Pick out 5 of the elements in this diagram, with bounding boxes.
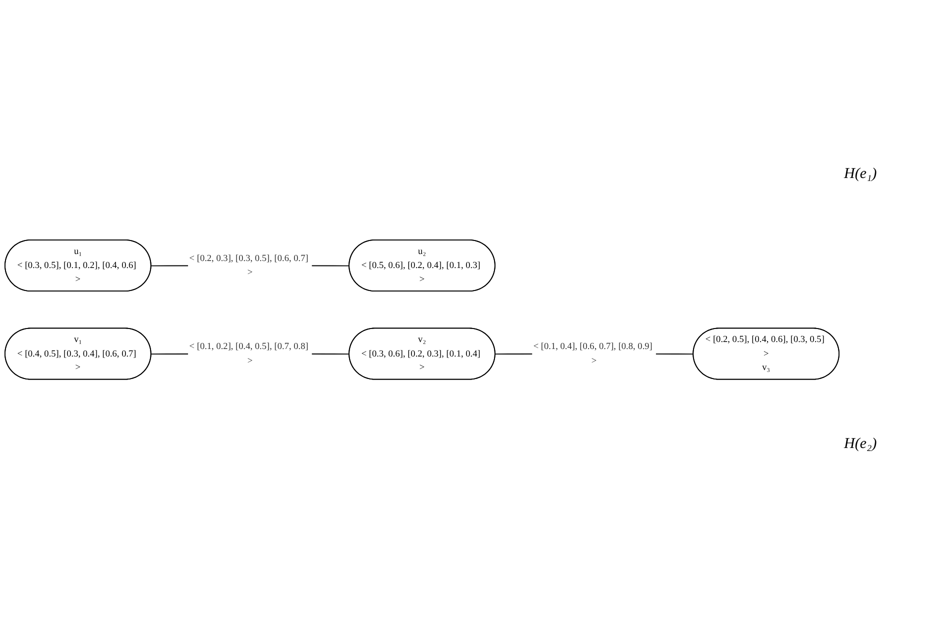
edge-label: < [0.2, 0.3], [0.3, 0.5], [0.6, 0.7] > <box>189 253 308 278</box>
hyperedge-label: H(e₂) <box>844 436 878 453</box>
edge-label: < [0.1, 0.4], [0.6, 0.7], [0.8, 0.9] > <box>533 342 652 366</box>
edge-label: < [0.1, 0.2], [0.4, 0.5], [0.7, 0.8] > <box>189 342 308 366</box>
hyperedge-label: H(e₁) <box>844 166 878 184</box>
